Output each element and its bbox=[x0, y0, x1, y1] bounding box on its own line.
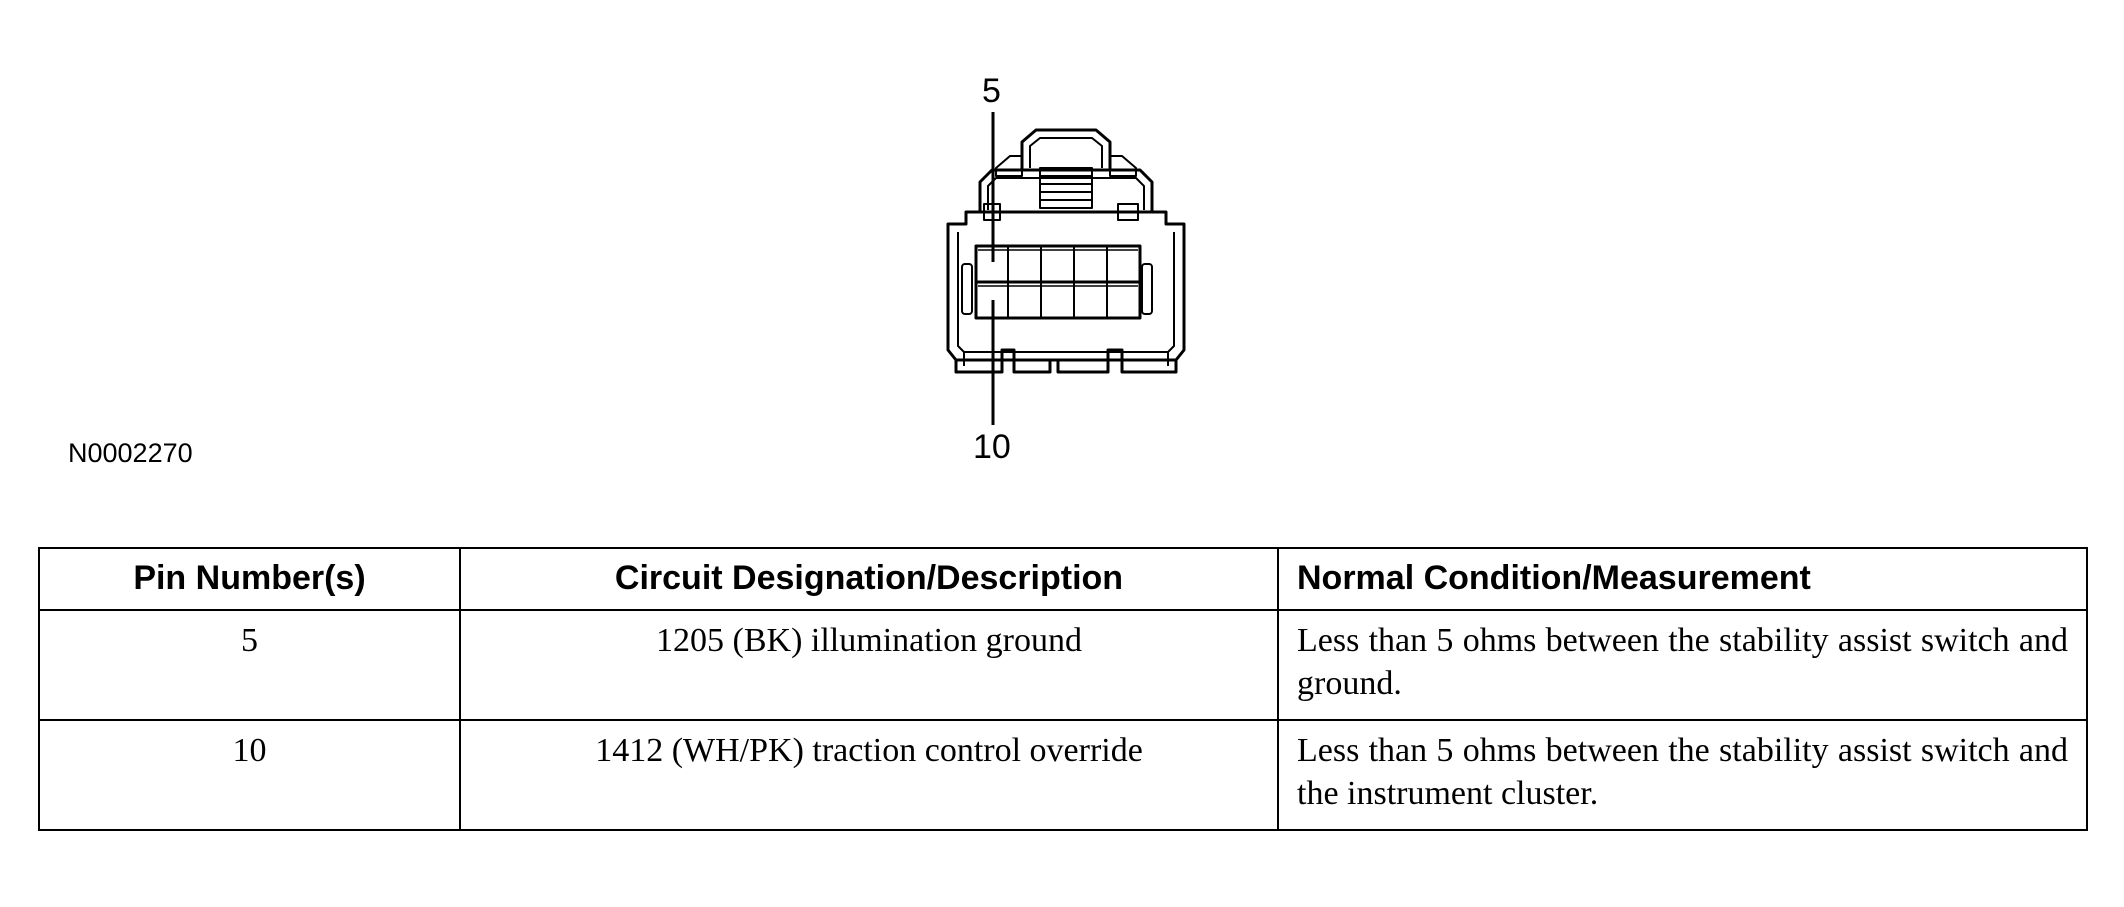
latch-outline bbox=[1020, 128, 1112, 170]
connector-body-inner bbox=[957, 232, 1175, 353]
connector-diagram bbox=[946, 112, 1186, 425]
upper-shoulder bbox=[978, 168, 1154, 212]
pin-number-cell: 10 bbox=[38, 719, 461, 831]
bottom-feet bbox=[954, 348, 1178, 374]
latch-inner bbox=[1029, 137, 1103, 168]
pin-5-label: 5 bbox=[982, 72, 1001, 110]
left-rib bbox=[961, 263, 973, 315]
connector-body bbox=[946, 210, 1186, 362]
header-condition: Normal Condition/Measurement bbox=[1277, 547, 2088, 611]
header-pin-number: Pin Number(s) bbox=[38, 547, 461, 611]
figure-id: N0002270 bbox=[68, 438, 193, 468]
header-circuit: Circuit Designation/Description bbox=[459, 547, 1279, 611]
circuit-cell: 1205 (BK) illumination ground bbox=[459, 609, 1279, 721]
table-row: 10 1412 (WH/PK) traction control overrid… bbox=[38, 719, 2088, 831]
table-row: 5 1205 (BK) illumination ground Less tha… bbox=[38, 609, 2088, 721]
condition-cell: Less than 5 ohms between the stability a… bbox=[1277, 609, 2088, 721]
right-rib bbox=[1141, 263, 1153, 315]
pinout-table: Pin Number(s) Circuit Designation/Descri… bbox=[38, 547, 2088, 831]
connector-figure: 5 10 N0002270 bbox=[68, 72, 1186, 468]
table-header-row: Pin Number(s) Circuit Designation/Descri… bbox=[38, 547, 2088, 611]
latch-slot bbox=[1039, 167, 1093, 209]
pin-10-label: 10 bbox=[973, 428, 1011, 466]
circuit-cell: 1412 (WH/PK) traction control override bbox=[459, 719, 1279, 831]
left-tab bbox=[995, 155, 1023, 177]
pin-number-cell: 5 bbox=[38, 609, 461, 721]
right-tab bbox=[1109, 155, 1137, 177]
condition-cell: Less than 5 ohms between the stability a… bbox=[1277, 719, 2088, 831]
